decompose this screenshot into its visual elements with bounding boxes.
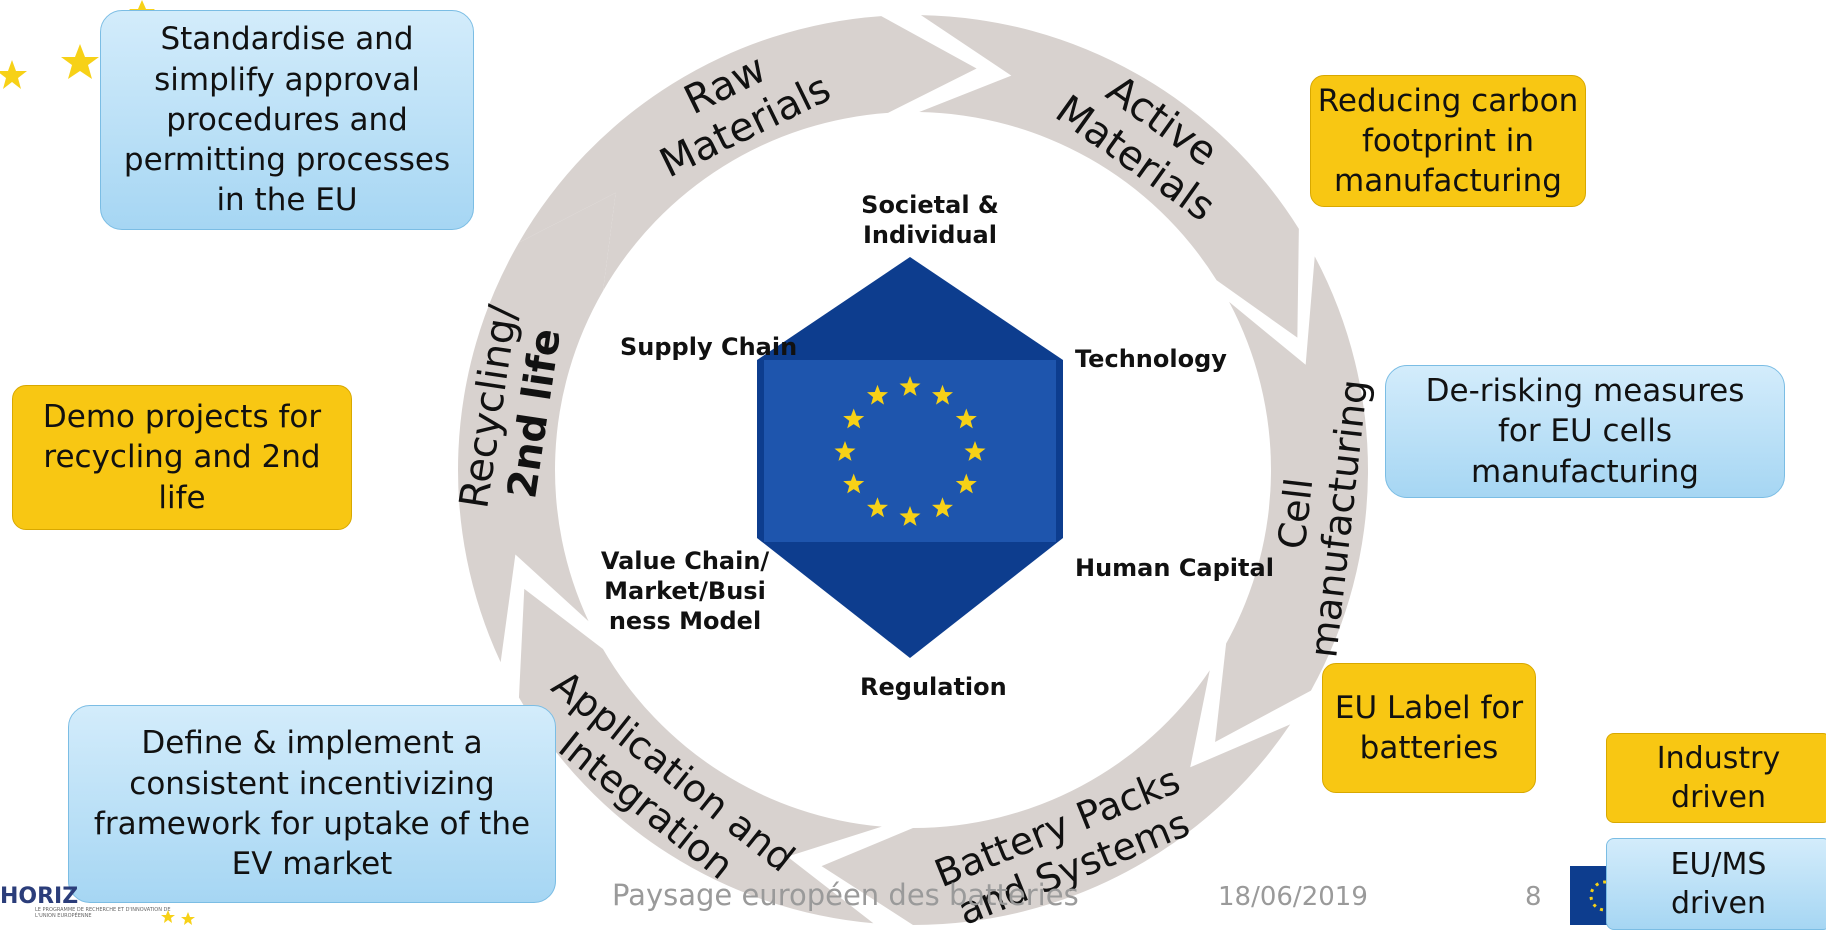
segment-raw-materials	[518, 16, 977, 291]
legend-industry-driven: Industry driven	[1606, 733, 1826, 823]
star-icon	[0, 60, 27, 89]
action-reducing-carbon-footprint: Reducing carbon footprint in manufacturi…	[1310, 75, 1586, 207]
action-demo-projects-recycling: Demo projects for recycling and 2nd life	[12, 385, 352, 530]
segment-active-materials	[919, 15, 1299, 338]
dimension-supply-chain: Supply Chain	[620, 333, 798, 361]
star-icon	[161, 910, 195, 925]
footer-date: 18/06/2019	[1218, 882, 1368, 912]
segment-application	[518, 588, 882, 924]
action-eu-label-batteries: EU Label for batteries	[1322, 663, 1536, 793]
star-icon	[964, 441, 986, 461]
svg-text:Cell: Cell	[1270, 476, 1322, 552]
star-icon	[843, 408, 865, 429]
star-icon	[867, 384, 888, 405]
dimension-technology: Technology	[1075, 345, 1227, 373]
star-icon	[834, 441, 856, 461]
star-icon	[61, 44, 99, 79]
action-derisking-cells: De-risking measures for EU cells manufac…	[1385, 365, 1785, 498]
dimension-regulation: Regulation	[860, 673, 1007, 701]
action-standardise-approval: Standardise and simplify approval proced…	[100, 10, 474, 230]
star-icon	[867, 497, 888, 518]
star-icon	[932, 384, 953, 405]
dimension-societal-individual: Societal & Individual	[861, 191, 999, 249]
legend-eu-ms-driven: EU/MS driven	[1606, 838, 1826, 930]
segment-recycling	[458, 192, 616, 663]
star-icon	[843, 473, 865, 494]
eu-stars-circle	[834, 376, 986, 526]
footer-title: Paysage européen des batteries	[612, 878, 1079, 912]
action-define-implement-framework: Define & implement a consistent incentiv…	[68, 705, 556, 903]
segment-battery-packs	[821, 670, 1291, 925]
footer-page-number: 8	[1525, 882, 1542, 912]
segment-cell-manufacturing	[1215, 256, 1369, 743]
horizon-logo: HORIZ LE PROGRAMME DE RECHERCHE ET D'INN…	[0, 882, 205, 925]
star-icon	[932, 497, 953, 518]
star-icon	[955, 473, 977, 494]
dimension-value-chain: Value Chain/ Market/Busi ness Model	[600, 547, 770, 635]
star-icon	[955, 408, 977, 429]
dimension-human-capital: Human Capital	[1075, 554, 1274, 582]
star-icon	[899, 506, 921, 526]
star-icon	[899, 376, 921, 396]
